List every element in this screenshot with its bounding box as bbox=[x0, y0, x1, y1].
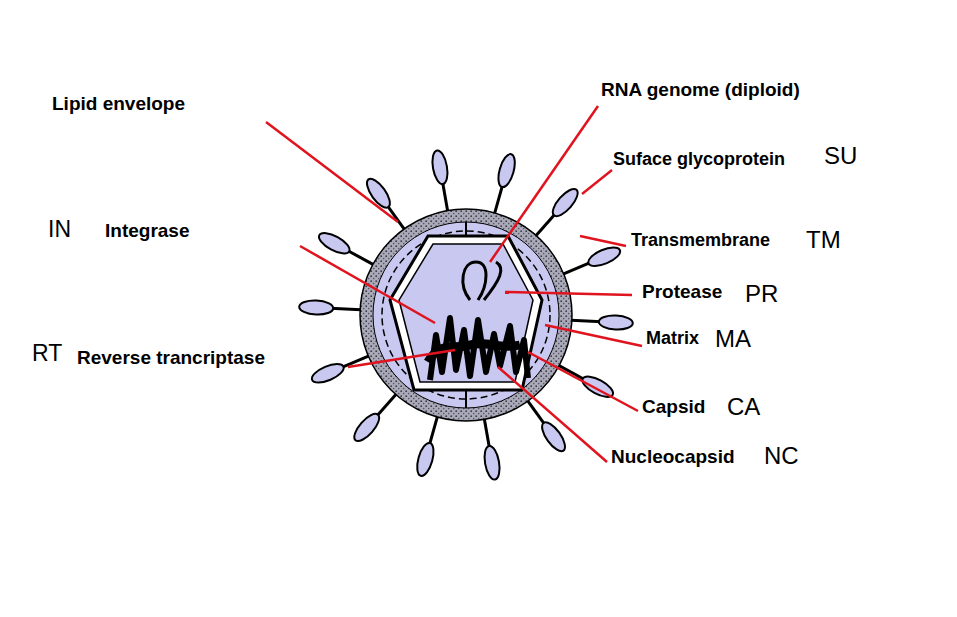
spike-head bbox=[350, 410, 383, 445]
matrix-layer bbox=[373, 222, 559, 408]
part-label: Lipid envelope bbox=[52, 94, 185, 113]
spike-head bbox=[309, 360, 346, 386]
part-label: RNA genome (diploid) bbox=[601, 80, 800, 99]
matrix-dashed bbox=[382, 231, 550, 399]
abbreviation: PR bbox=[745, 282, 778, 306]
spike-head bbox=[586, 244, 623, 270]
rna-loops bbox=[463, 262, 501, 300]
lipid-envelope bbox=[360, 209, 572, 421]
abbreviation: IN bbox=[48, 218, 71, 241]
capsid-shell bbox=[390, 236, 542, 390]
abbreviation: SU bbox=[824, 144, 857, 168]
spike-head bbox=[482, 445, 502, 481]
spike-head bbox=[316, 229, 353, 258]
part-label: Integrase bbox=[105, 221, 189, 240]
abbreviation: RT bbox=[32, 342, 62, 365]
spike-head bbox=[549, 185, 582, 220]
part-label: Suface glycoprotein bbox=[613, 150, 785, 168]
abbreviation: CA bbox=[727, 395, 760, 419]
leader-lines bbox=[266, 106, 642, 462]
part-label: Protease bbox=[642, 282, 722, 301]
abbreviation: NC bbox=[764, 444, 799, 468]
spike-head bbox=[414, 441, 437, 478]
part-label: Transmembrane bbox=[631, 231, 770, 249]
spike-head bbox=[598, 315, 633, 331]
spike-head bbox=[495, 152, 518, 189]
part-label: Capsid bbox=[642, 397, 705, 416]
glycoprotein-spikes bbox=[299, 149, 633, 480]
part-label: Reverse trancriptase bbox=[77, 348, 265, 367]
spike-head bbox=[299, 300, 334, 316]
spike-head bbox=[430, 149, 450, 185]
abbreviation: MA bbox=[715, 327, 751, 351]
abbreviation: TM bbox=[806, 228, 841, 252]
part-label: Nucleocapsid bbox=[611, 447, 735, 466]
part-label: Matrix bbox=[646, 329, 699, 347]
